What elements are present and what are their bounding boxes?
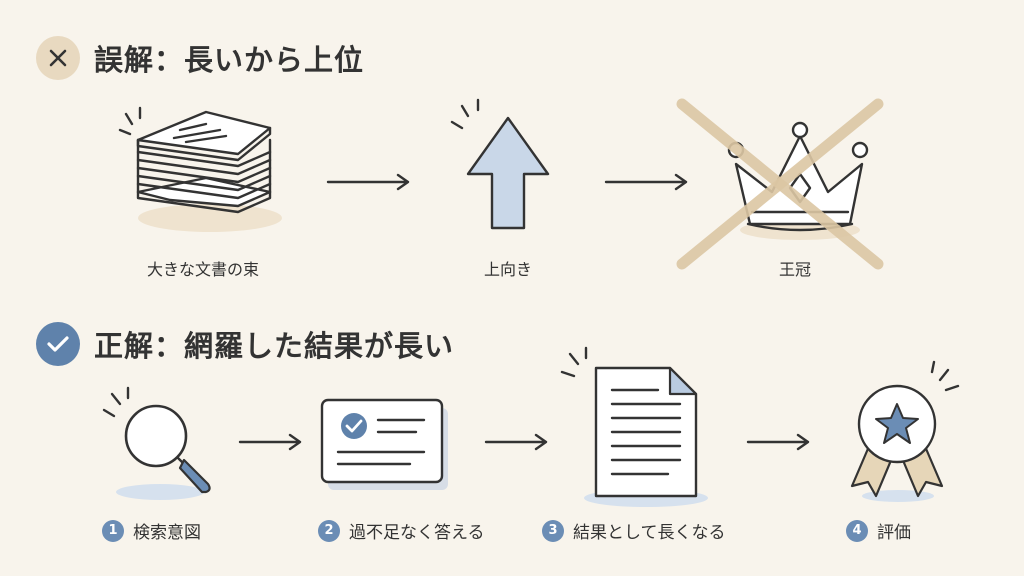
crossed-crown-icon bbox=[676, 98, 884, 270]
wrong-step-2-label: 上向き bbox=[483, 260, 533, 279]
correct-step-2: 2 過不足なく答える bbox=[318, 518, 485, 543]
correct-heading-text: 正解：網羅した結果が長い bbox=[94, 329, 455, 363]
document-stack-icon bbox=[118, 106, 282, 232]
correct-step-1-label: 検索意図 bbox=[133, 523, 201, 543]
checked-card-icon bbox=[320, 398, 448, 490]
wrong-heading: 誤解：長いから上位 bbox=[36, 36, 364, 80]
correct-step-4-label: 評価 bbox=[877, 523, 911, 543]
arrow-5-icon bbox=[746, 433, 810, 451]
correct-step-2-label: 過不足なく答える bbox=[349, 523, 485, 543]
step-number-1: 1 bbox=[102, 519, 124, 542]
arrow-4-icon bbox=[484, 433, 548, 451]
magnifier-icon bbox=[102, 386, 211, 500]
correct-step-4: 4 評価 bbox=[846, 518, 911, 543]
step-number-3: 3 bbox=[542, 519, 564, 542]
correct-heading: 正解：網羅した結果が長い bbox=[36, 322, 454, 366]
correct-step-1: 1 検索意図 bbox=[102, 518, 201, 543]
wrong-step-3-label: 王冠 bbox=[778, 260, 812, 279]
wrong-heading-text: 誤解：長いから上位 bbox=[94, 43, 365, 77]
correct-step-3: 3 結果として長くなる bbox=[542, 518, 726, 543]
arrow-1-icon bbox=[326, 173, 410, 191]
award-medal-icon bbox=[850, 360, 960, 502]
step-number-2: 2 bbox=[318, 519, 340, 542]
arrow-3-icon bbox=[238, 433, 302, 451]
arrow-2-icon bbox=[604, 173, 688, 191]
wrong-step-1-label: 大きな文書の束 bbox=[146, 260, 260, 279]
cross-badge-icon bbox=[36, 36, 80, 80]
long-document-icon bbox=[560, 346, 708, 507]
check-badge-icon bbox=[36, 322, 80, 366]
up-arrow-icon bbox=[450, 98, 550, 230]
step-number-4: 4 bbox=[846, 519, 868, 542]
correct-step-3-label: 結果として長くなる bbox=[573, 523, 726, 543]
